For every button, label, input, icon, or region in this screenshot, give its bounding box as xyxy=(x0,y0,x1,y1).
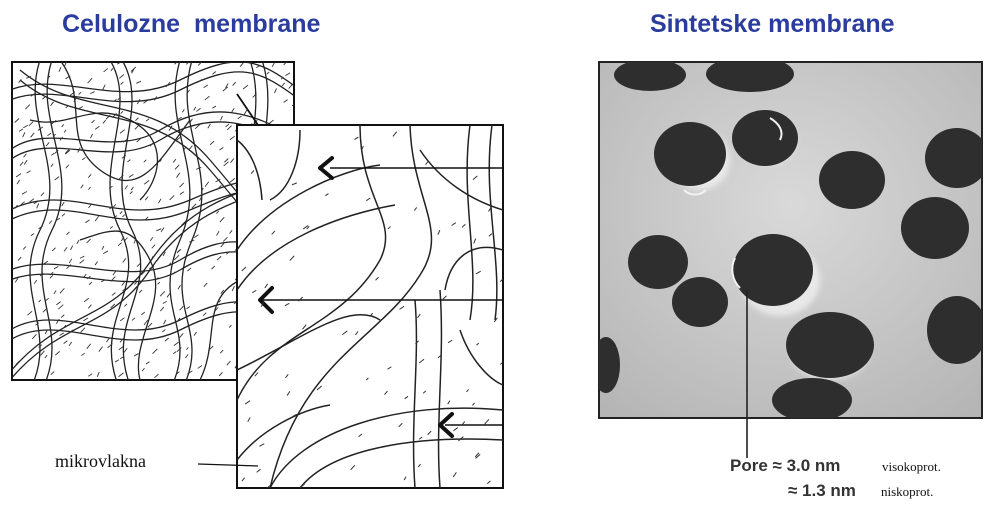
synthetic-membrane-photo xyxy=(592,56,987,458)
fiber-hatch-mark xyxy=(477,489,480,493)
microfiber-label: mikrovlakna xyxy=(55,451,146,472)
pore-size-high-value: Pore ≈ 3.0 nm xyxy=(730,456,840,476)
fiber-hatch-mark xyxy=(350,491,353,494)
low-flux-label: niskoprot. xyxy=(881,484,933,500)
fiber-hatch-mark xyxy=(427,496,431,499)
zoomed-fiber-panel xyxy=(237,125,505,500)
high-flux-label: visokoprot. xyxy=(882,459,941,475)
pore-size-low-value: ≈ 1.3 nm xyxy=(788,481,856,501)
